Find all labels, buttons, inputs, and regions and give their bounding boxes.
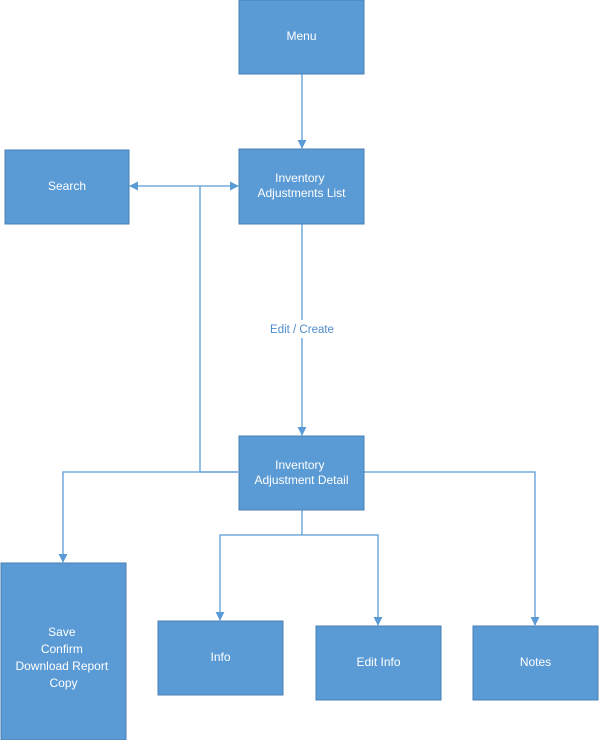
svg-text:Info: Info [210,650,230,664]
svg-text:Search: Search [48,179,86,193]
svg-text:Inventory Adjustment D: Inventory Adjustment Detail [254,458,348,487]
node-list-label-line-2: Adjustments List [257,186,346,200]
node-list-label-line-1: Inventory [275,171,324,185]
node-detail-label-line-2: Adjustment Detail [254,473,348,487]
svg-text:Save Confirm D: Save Confirm Download Report Copy [15,625,111,690]
svg-text:Edit Info: Edit Info [356,655,400,669]
node-inventory-adjustments-list: Inventory Adjustments List [238,148,365,225]
svg-text:Inventory Adjustments: Inventory Adjustments List [257,171,346,200]
node-actions-confirm: Confirm [41,642,83,656]
edge-detail-to-search-list [199,186,238,473]
node-info: Info [157,620,284,696]
edges: Edit / Create [58,74,540,626]
node-info-label: Info [210,650,230,664]
node-edit-info: Edit Info [315,625,442,701]
edge-detail-to-notes [364,471,540,626]
node-detail-label-line-1: Inventory [275,458,324,472]
node-inventory-adjustment-detail: Inventory Adjustment Detail [238,435,365,511]
node-actions-copy: Copy [49,676,77,690]
edge-label-background [262,320,342,338]
node-search-label: Search [48,179,86,193]
node-actions-download-report: Download Report [15,659,108,673]
svg-text:Notes: Notes [520,655,551,669]
node-notes: Notes [472,625,599,701]
edge-split-to-edit-info [302,534,383,626]
node-menu-label: Menu [286,29,316,43]
edge-split-to-info [215,534,302,621]
edge-detail-to-actions [58,471,238,563]
node-menu: Menu [238,0,365,75]
node-actions-save: Save [48,625,76,639]
node-notes-label: Notes [520,655,551,669]
svg-text:Menu: Menu [286,29,316,43]
node-actions: Save Confirm Download Report Copy [0,562,127,740]
node-search: Search [4,149,130,225]
edge-label-edit-create: Edit / Create [270,324,334,336]
node-edit-info-label: Edit Info [356,655,400,669]
